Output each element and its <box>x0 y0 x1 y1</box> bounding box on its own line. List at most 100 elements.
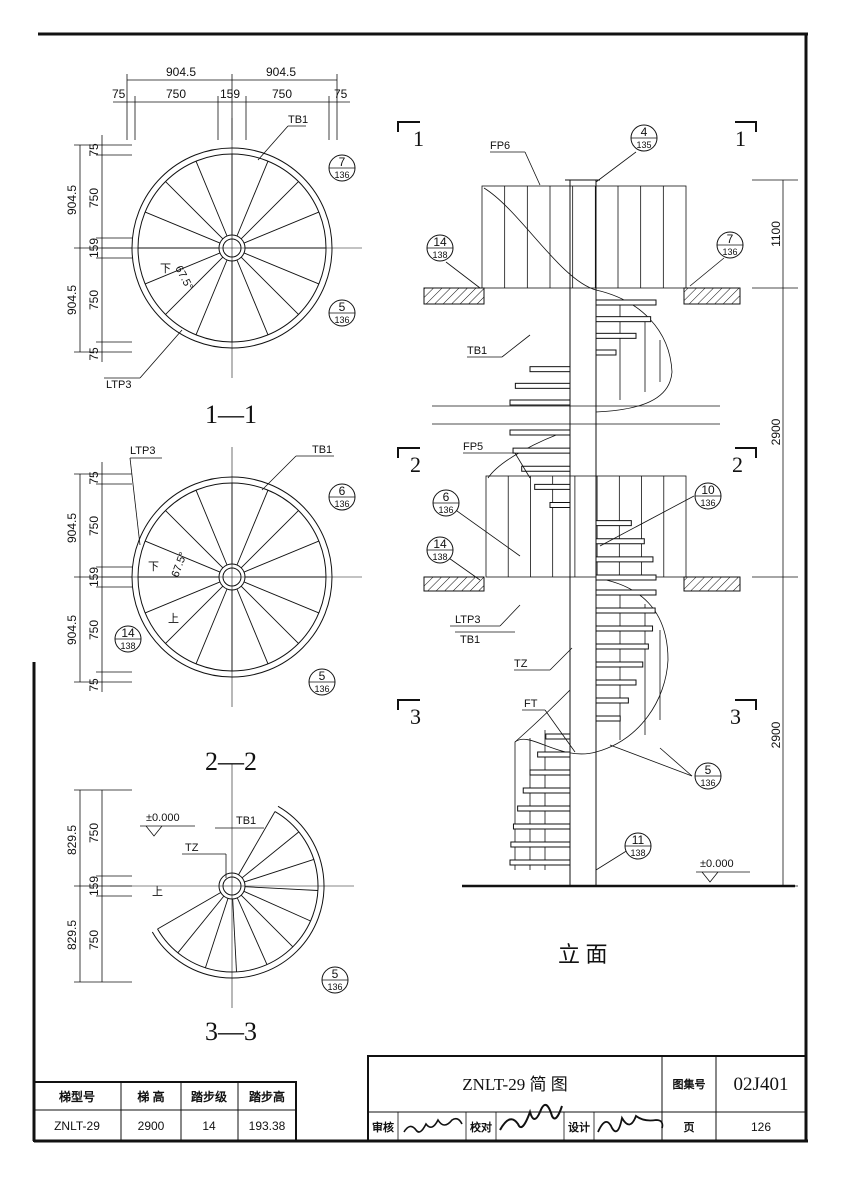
plan2-label-up: 上 <box>168 612 179 625</box>
plan3-label-tz: TZ <box>185 842 199 854</box>
callout-number: 6 <box>339 484 346 498</box>
signature-checker <box>499 1104 563 1131</box>
elevation-dim-2900-upper: 2900 <box>769 418 783 445</box>
plan3-dim-bot-tread: 750 <box>87 930 101 950</box>
plan2-dim-bot-tread: 750 <box>87 620 101 640</box>
tread-line <box>165 585 224 644</box>
tread-line <box>195 160 228 237</box>
plan1-dim-tread-right: 750 <box>272 87 292 101</box>
plan2-title: 2—2 <box>205 747 257 776</box>
tread-line <box>144 581 221 614</box>
callout-sheet: 136 <box>314 684 329 694</box>
tread-line <box>243 211 320 244</box>
tread-line <box>240 510 299 569</box>
plan1-label-ltp3: LTP3 <box>106 379 131 391</box>
tread-line <box>240 894 294 948</box>
tread <box>595 316 652 323</box>
tread <box>595 299 657 306</box>
elevation-label-tb1-lower: TB1 <box>460 634 480 646</box>
tread <box>529 366 571 373</box>
callout-sheet: 136 <box>334 315 349 325</box>
title-block-atlas-label: 图集号 <box>673 1077 706 1091</box>
spec-header-height: 梯 高 <box>137 1089 164 1104</box>
plan-2-2: 75 750 904.5 159 904.5 750 75 TB1 LTP3 下… <box>65 444 362 776</box>
tread <box>545 733 571 740</box>
callout-number: 14 <box>121 626 135 640</box>
tread <box>509 859 571 866</box>
callout-number: 5 <box>705 763 712 777</box>
tread-line <box>195 588 228 665</box>
callout-number: 5 <box>319 669 326 683</box>
callout-sheet: 136 <box>700 778 715 788</box>
tread-line <box>236 489 269 566</box>
railing-panel <box>485 475 687 578</box>
plan3-dim-bot-half: 829.5 <box>65 920 79 950</box>
tread-line <box>236 588 269 665</box>
section-mark-2-right: 2 <box>732 452 743 477</box>
tread-line <box>238 811 276 875</box>
plan1-label-angle: 67.5° <box>172 264 195 292</box>
tread <box>595 520 632 527</box>
elevation-label-fp5: FP5 <box>463 441 483 453</box>
break-lines <box>432 405 720 425</box>
handrail <box>619 300 661 400</box>
elevation-label-level: ±0.000 <box>700 858 734 870</box>
tread-line <box>244 858 314 883</box>
tread-line <box>243 890 311 922</box>
handrail <box>483 187 673 413</box>
plan-geometry <box>102 447 362 707</box>
plan1-dim-half-right: 904.5 <box>266 65 296 79</box>
tread <box>595 349 617 356</box>
tread <box>595 589 657 596</box>
plan1-dim-edge-right: 75 <box>334 87 348 101</box>
outer-arc <box>151 805 325 979</box>
treads <box>509 299 657 866</box>
tread <box>512 447 571 454</box>
floor-slabs <box>423 287 795 888</box>
elevation-right-dimensions <box>752 179 798 887</box>
elevation-dim-1100: 1100 <box>769 221 783 247</box>
callout-sheet: 136 <box>327 982 342 992</box>
plan2-dim-bot-edge: 75 <box>87 678 101 692</box>
tread <box>512 823 571 830</box>
tread-line <box>244 886 318 891</box>
plan-geometry <box>110 764 354 1008</box>
plan1-dim-tread-left: 750 <box>166 87 186 101</box>
callout-number: 5 <box>332 967 339 981</box>
spec-header-steps: 踏步级 <box>191 1089 227 1104</box>
callout-number: 6 <box>443 490 450 504</box>
tread <box>509 429 571 436</box>
spec-value-model: ZNLT-29 <box>54 1119 100 1133</box>
tread <box>595 538 645 545</box>
tread-line <box>157 892 221 930</box>
callout-sheet: 136 <box>722 247 737 257</box>
tread <box>534 483 571 490</box>
plan1-dim-center: 159 <box>220 87 240 101</box>
elevation-label-tb1-upper: TB1 <box>467 345 487 357</box>
tread-line <box>236 160 269 237</box>
elevation-label-ltp3: LTP3 <box>455 614 480 626</box>
plan3-level-symbol <box>140 825 195 837</box>
elevation-label-tz: TZ <box>514 658 528 670</box>
callout-sheet: 138 <box>432 250 447 260</box>
signature-reviewer <box>403 1117 463 1133</box>
tread-line <box>241 831 300 879</box>
tread <box>549 502 571 508</box>
tread <box>537 751 571 758</box>
tread-line <box>177 895 225 954</box>
elevation-label-fp6: FP6 <box>490 140 510 152</box>
callout-sheet: 136 <box>438 505 453 515</box>
plan2-dim-bot-half: 904.5 <box>65 615 79 645</box>
plan3-left-dimensions <box>74 789 132 983</box>
tread-line <box>240 181 299 240</box>
tread-line <box>165 181 224 240</box>
tread <box>595 574 657 581</box>
